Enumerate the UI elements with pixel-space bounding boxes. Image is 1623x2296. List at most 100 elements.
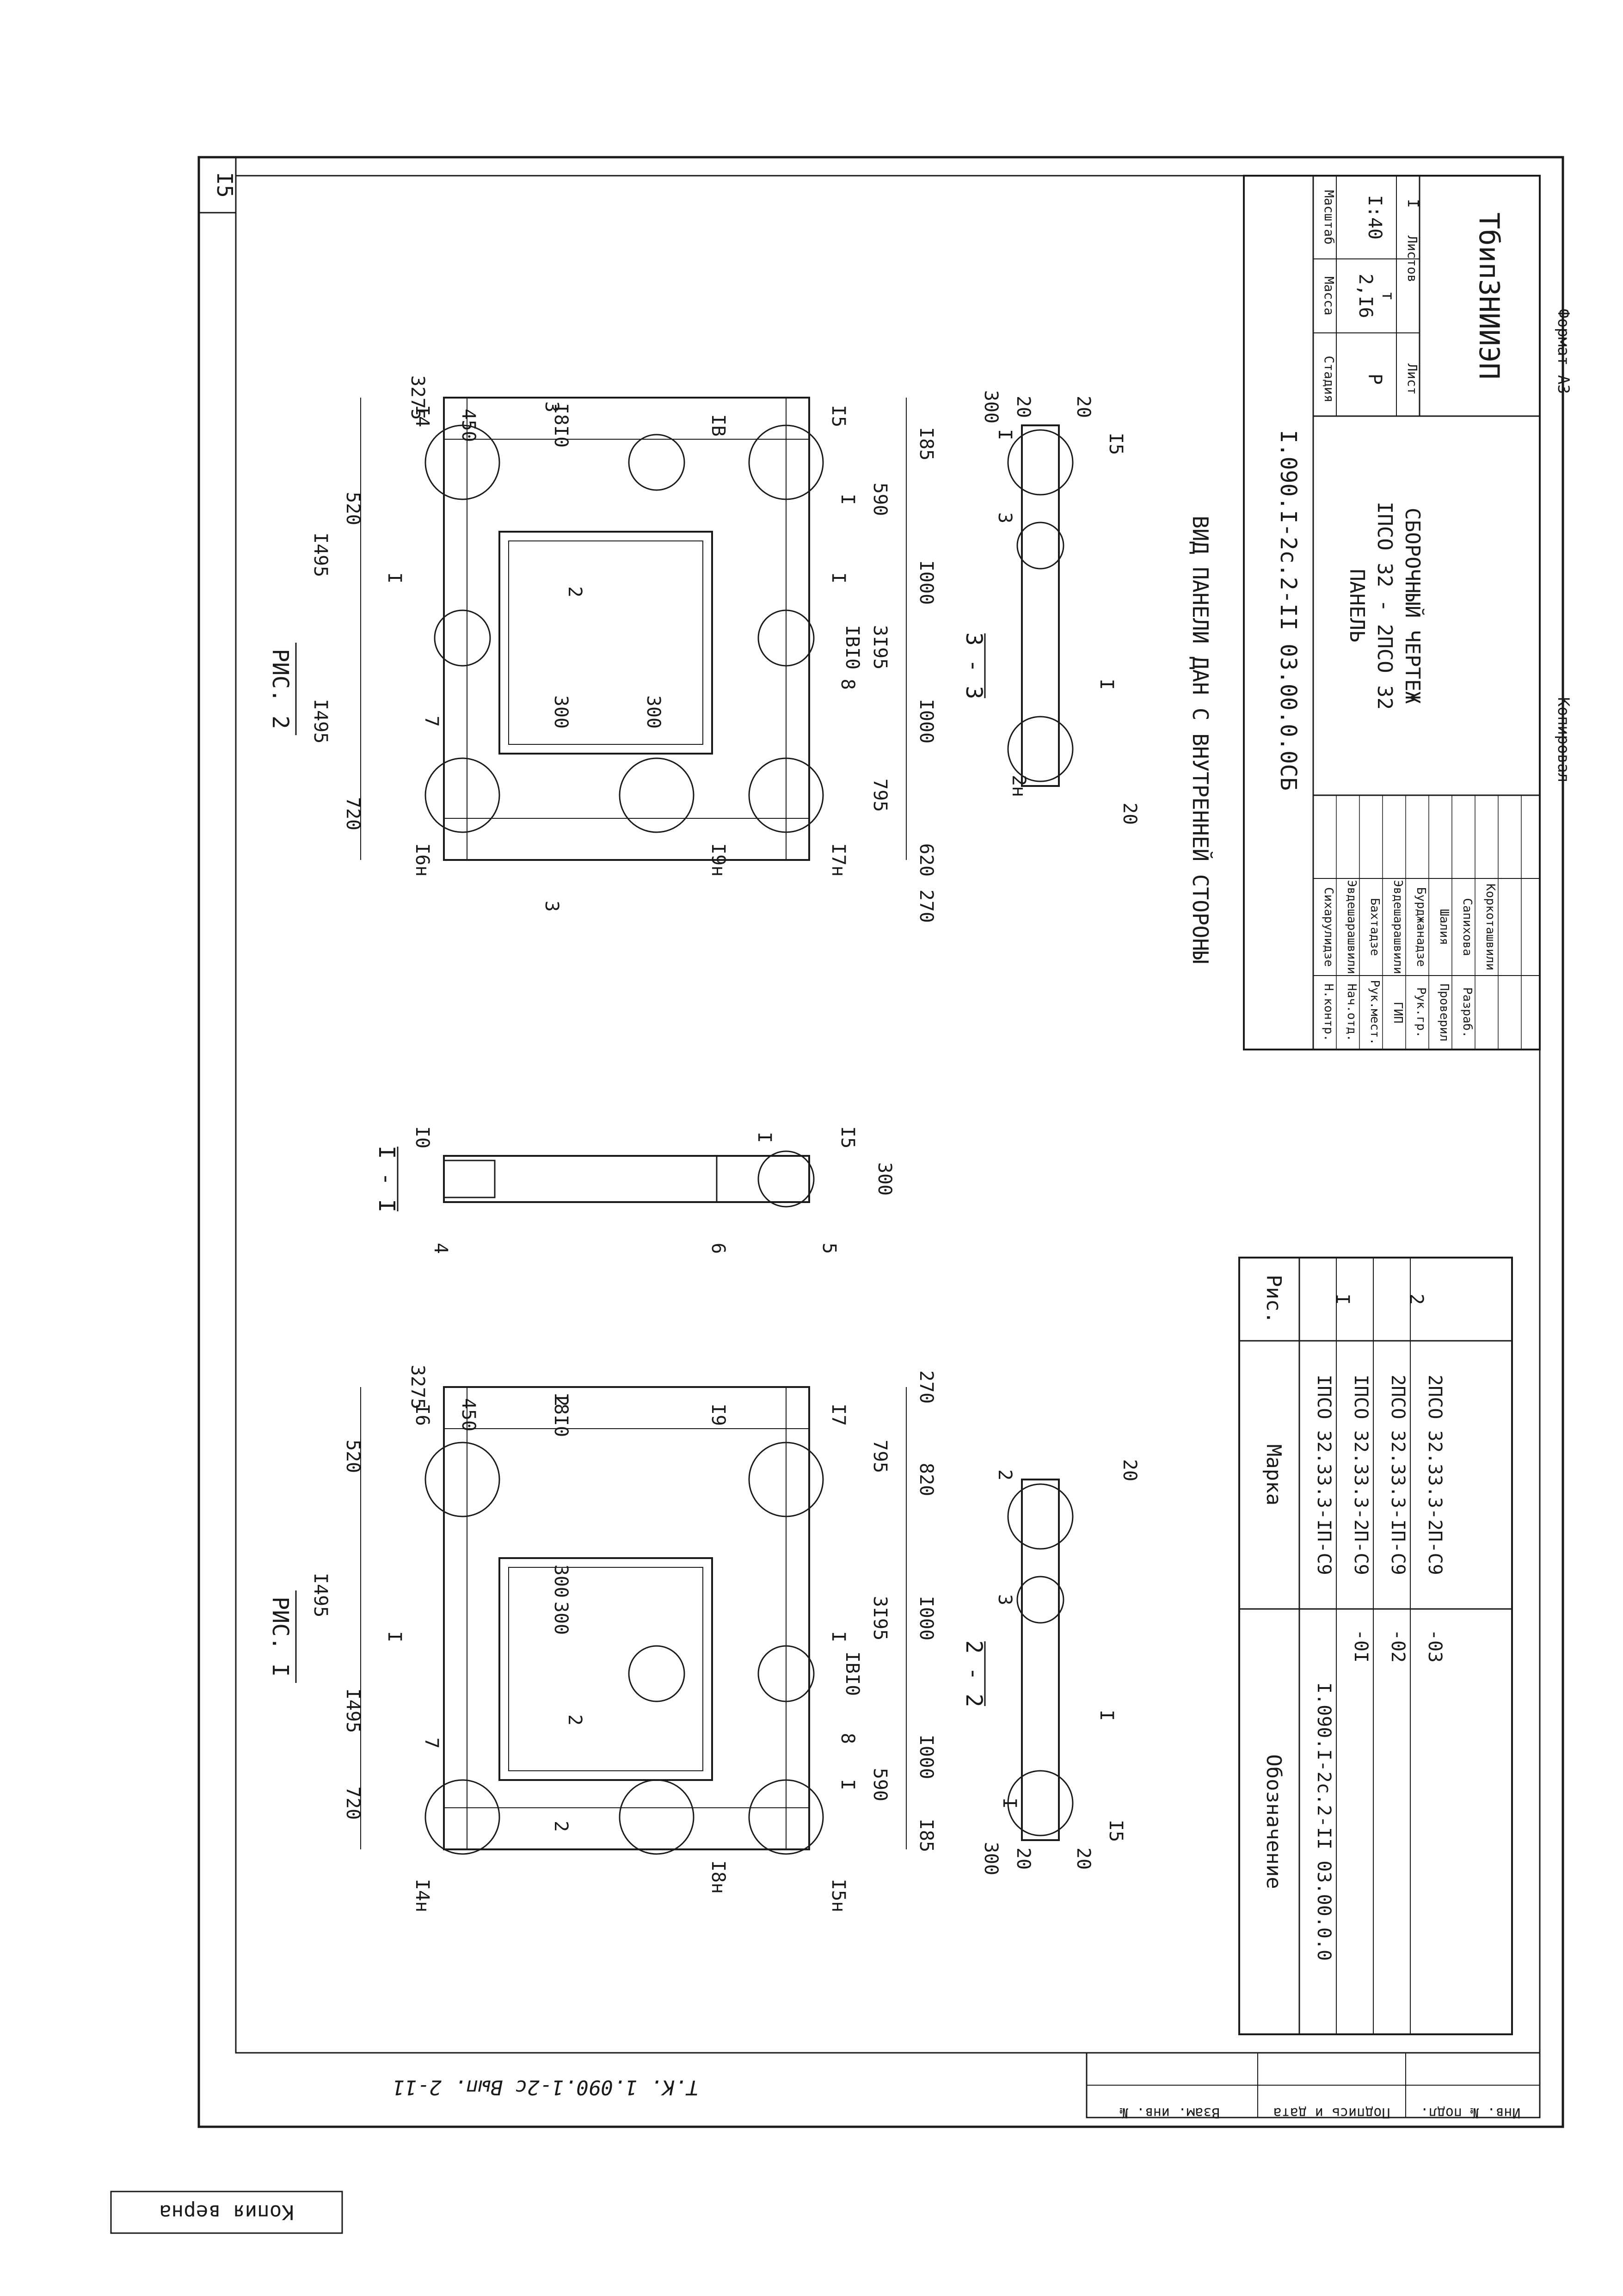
- fig2-inner-w2: 300: [643, 695, 664, 729]
- fig1-right-dim-2: 820: [916, 1463, 937, 1496]
- fig1-node-2: I6: [412, 1404, 433, 1426]
- section-3-3: 3 - 3 300 20 20 I5 20 I 3 I 2н: [961, 390, 1140, 825]
- tb-name-p6: Шалия: [1437, 909, 1451, 945]
- copied-by: Копировал: [1554, 697, 1573, 782]
- sec22-dim-2: 20: [1013, 1848, 1034, 1870]
- page-number-box: [198, 156, 237, 214]
- tb-stage: Р: [1364, 374, 1385, 385]
- fig1-section-1: I: [384, 1631, 405, 1642]
- spec-row1-mark: IПСО 32.33.3-IП-С9: [1313, 1375, 1334, 1575]
- tb-role-1: Н.контр.: [1322, 983, 1335, 1041]
- fig1-right-dim-3: I000: [916, 1596, 937, 1640]
- fig1-height: 3275: [407, 1365, 428, 1409]
- tb-mass-unit: т: [1378, 291, 1397, 301]
- spec-header-designation: Обозначение: [1262, 1754, 1285, 1889]
- spec-row3-mark: 2ПСО 32.33.3-IП-С9: [1387, 1375, 1408, 1575]
- tb-label-stage: Стадия: [1322, 356, 1337, 402]
- fig2-section-1: I: [384, 572, 405, 583]
- spec-row3-designation: -02: [1387, 1629, 1408, 1663]
- fig2-right-dim-1: 270: [916, 890, 937, 923]
- sec11-item-3: 5: [818, 1243, 840, 1254]
- fig2-inner-top-w: I8I0: [550, 403, 572, 448]
- sec11-title: I - I: [374, 1146, 400, 1213]
- sec33-item-1: I: [994, 429, 1015, 440]
- fig2-top-dim-2: I495: [310, 699, 331, 743]
- fig1-inner-w1: 300: [550, 1602, 572, 1635]
- people-grid: [1313, 795, 1540, 1050]
- tb-name-p5: Бурджанадзе: [1414, 887, 1428, 967]
- view-note: ВИД ПАНЕЛИ ДАН С ВНУТРЕННЕЙ СТОРОНЫ: [1188, 516, 1213, 964]
- fig2-right-dim-2: 620: [916, 843, 937, 877]
- fig2-right-dim-3: I000: [916, 699, 937, 743]
- fig1-top-dim-4: 720: [342, 1786, 363, 1820]
- tb-org: ТбипЗНИИЭП: [1473, 212, 1505, 379]
- section-1-1: I - I I0 I5 300 4 6 5 I: [374, 1126, 895, 1254]
- sec22-item-2: 3: [994, 1594, 1015, 1605]
- spec-header-fig: Рис.: [1262, 1275, 1285, 1324]
- spec-row3-fig: 2: [1406, 1294, 1427, 1305]
- sec22-item-1: I: [999, 1798, 1020, 1809]
- fig1-section-4: 2: [550, 1395, 572, 1406]
- fig2-node-2: I4: [412, 405, 433, 427]
- fig1-item-2: 2: [564, 1714, 585, 1725]
- sec33-item-3: I: [1096, 679, 1117, 690]
- fig1-item-3: I: [837, 1779, 858, 1790]
- sec22-item-3: 2: [994, 1469, 1015, 1480]
- fig1-node-6: I7: [828, 1404, 849, 1426]
- fig1-top-dim-1: 520: [342, 1440, 363, 1473]
- tb-name-p1: Сихарулидзе: [1322, 887, 1335, 967]
- sec22-profile: [1021, 1479, 1060, 1841]
- tb-role-7: Разраб.: [1460, 987, 1474, 1038]
- tb-sheets: I: [1404, 199, 1422, 208]
- sec33-title: 3 - 3: [961, 632, 987, 700]
- sec11-dim-1: I0: [412, 1126, 433, 1148]
- tb-mass: 2,I6: [1355, 274, 1376, 318]
- section-2-2: 2 - 2 300 20 20 I5 20 I 3 2 I: [961, 1459, 1140, 1875]
- sec22-dim-4: I5: [1105, 1820, 1126, 1842]
- sec22-title: 2 - 2: [961, 1640, 987, 1707]
- sec11-dim-3: 300: [874, 1162, 895, 1196]
- spec-row4-designation: -03: [1424, 1629, 1445, 1663]
- outer-frame: [197, 156, 1564, 2128]
- album-reference: Т.К. 1.090.1-2с Вып. 2-11: [393, 2075, 699, 2099]
- fig1-small: 450: [458, 1398, 479, 1431]
- fig2-right-dim-5: I85: [916, 427, 937, 460]
- fig1-node-3: I8н: [707, 1860, 729, 1894]
- sec11-item-2: 6: [707, 1243, 729, 1254]
- fig2-section-2: I: [828, 572, 849, 583]
- sec33-dim-4: I5: [1105, 433, 1126, 455]
- spec-table: Обозначение Марка Рис. I.090.I-2с.2-II 0…: [1238, 1257, 1513, 2035]
- format-note: Формат А3: [1554, 309, 1573, 394]
- tb-label-mass: Масса: [1322, 276, 1337, 315]
- inner-frame: [235, 175, 1541, 2054]
- fig2-inner-right: 590: [869, 483, 891, 516]
- tb-role-5: Рук.гр.: [1414, 987, 1428, 1038]
- fig2-node-6: I5: [828, 405, 849, 427]
- fig1-title: РИС. I: [267, 1596, 293, 1676]
- sec33-item-4: 2н: [1008, 775, 1029, 797]
- title-block: I.090.I-2с.2-II 03.00.0.0СБ ПАНЕЛЬ IПСО …: [1243, 175, 1541, 1050]
- fig1-node-1: I4н: [412, 1879, 433, 1912]
- sec22-item-4: I: [1096, 1710, 1117, 1721]
- sec33-dim-2: 20: [1013, 396, 1034, 418]
- sec11-item-4: I: [754, 1132, 775, 1143]
- fig1-top-dim-3: I495: [342, 1688, 363, 1733]
- copy-stamp: Копия верна: [110, 2191, 343, 2234]
- spec-row1-designation: I.090.I-2с.2-II 03.00.0.0: [1313, 1682, 1334, 1961]
- spec-row4-mark: 2ПСО 32.33.3-2П-С9: [1424, 1375, 1445, 1575]
- binding-strip: Инв. № подл. Подпись и дата Взам. инв. №: [1086, 2052, 1541, 2121]
- tb-label-sheets: Листов: [1405, 235, 1420, 282]
- fig1-inner-h: IBI0: [842, 1651, 863, 1696]
- fig1-right-dim-5: I85: [916, 1819, 937, 1852]
- fig2-right-dim-4: I000: [916, 560, 937, 605]
- tb-name-p8: Коркоташвили: [1483, 884, 1497, 970]
- fig2-section-4: 3: [541, 401, 562, 412]
- tb-name-p4: Эвдешарашвили: [1391, 880, 1405, 974]
- fig1-top-dim-2: I495: [310, 1573, 331, 1617]
- tb-role-6: Проверил: [1437, 983, 1451, 1041]
- tb-name-2: IПСО 32 - 2ПСО 32: [1373, 502, 1396, 710]
- fig2-top-dim-4: 520: [342, 492, 363, 525]
- strip-signature: Подпись и дата: [1273, 2105, 1390, 2121]
- figure-2: РИС. 2 720 I495 I495 520 270 620 I000 I0…: [267, 375, 937, 923]
